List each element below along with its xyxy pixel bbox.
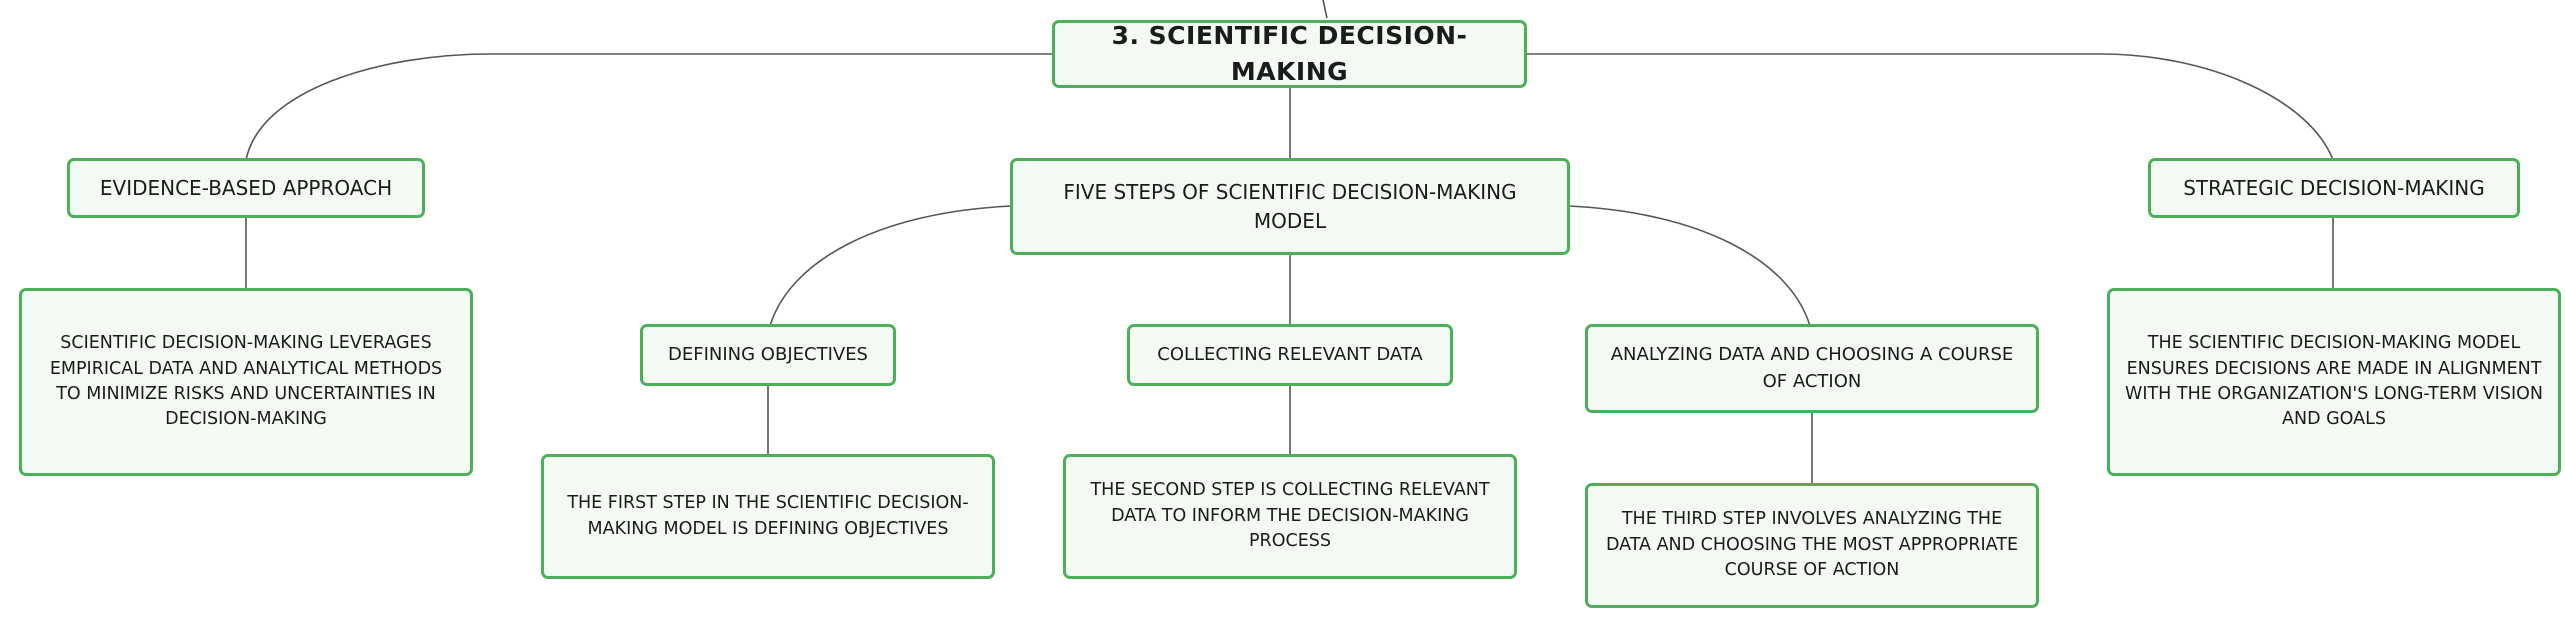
step-defining-objectives[interactable]: DEFINING OBJECTIVES xyxy=(640,324,896,386)
step-3-label: ANALYZING DATA AND CHOOSING A COURSE OF … xyxy=(1610,344,2014,392)
step-2-label: COLLECTING RELEVANT DATA xyxy=(1157,343,1423,365)
connector-root-evidence xyxy=(245,53,1052,161)
branch-evidence-label: EVIDENCE-BASED APPROACH xyxy=(99,175,393,200)
root-label: 3. SCIENTIFIC DECISION-MAKING xyxy=(1111,20,1468,86)
step-analyzing-data[interactable]: ANALYZING DATA AND CHOOSING A COURSE OF … xyxy=(1585,324,2039,413)
evidence-detail-node[interactable]: SCIENTIFIC DECISION-MAKING LEVERAGES EMP… xyxy=(19,288,473,476)
connector-parent-stub xyxy=(1322,0,1328,19)
step-collecting-relevant-data[interactable]: COLLECTING RELEVANT DATA xyxy=(1127,324,1453,386)
step-3-detail-text: THE THIRD STEP INVOLVES ANALYZING THE DA… xyxy=(1605,509,2019,581)
step-2-detail-text: THE SECOND STEP IS COLLECTING RELEVANT D… xyxy=(1090,480,1490,552)
branch-strategic-decision-making[interactable]: STRATEGIC DECISION-MAKING xyxy=(2148,158,2520,218)
step-3-detail-node[interactable]: THE THIRD STEP INVOLVES ANALYZING THE DA… xyxy=(1585,483,2039,608)
step-1-detail-node[interactable]: THE FIRST STEP IN THE SCIENTIFIC DECISIO… xyxy=(541,454,995,579)
connector-five-steps-step1 xyxy=(769,205,1013,327)
root-node[interactable]: 3. SCIENTIFIC DECISION-MAKING xyxy=(1052,20,1527,88)
evidence-detail-text: SCIENTIFIC DECISION-MAKING LEVERAGES EMP… xyxy=(49,333,443,430)
branch-strategic-label: STRATEGIC DECISION-MAKING xyxy=(2183,175,2485,200)
step-2-detail-node[interactable]: THE SECOND STEP IS COLLECTING RELEVANT D… xyxy=(1063,454,1517,579)
branch-five-steps-label: FIVE STEPS OF SCIENTIFIC DECISION-MAKING… xyxy=(1063,179,1517,233)
branch-five-steps[interactable]: FIVE STEPS OF SCIENTIFIC DECISION-MAKING… xyxy=(1010,158,1570,255)
connector-five-steps-step3 xyxy=(1567,205,1811,327)
branch-evidence-based-approach[interactable]: EVIDENCE-BASED APPROACH xyxy=(67,158,425,218)
step-1-detail-text: THE FIRST STEP IN THE SCIENTIFIC DECISIO… xyxy=(567,493,969,539)
strategic-detail-text: THE SCIENTIFIC DECISION-MAKING MODEL ENS… xyxy=(2125,333,2543,430)
connector-root-strategic xyxy=(1527,53,2334,161)
strategic-detail-node[interactable]: THE SCIENTIFIC DECISION-MAKING MODEL ENS… xyxy=(2107,288,2561,476)
step-1-label: DEFINING OBJECTIVES xyxy=(668,343,868,365)
